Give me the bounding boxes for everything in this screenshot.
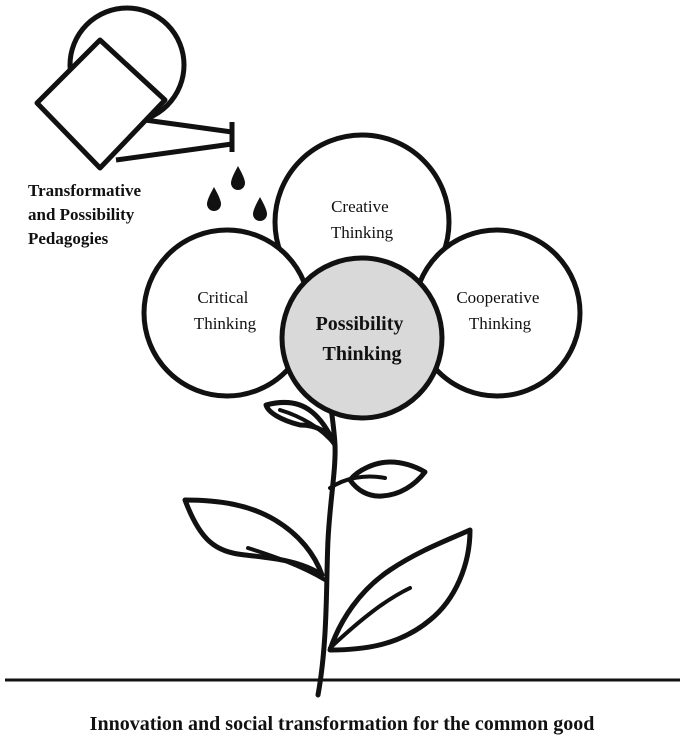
leaf-icon bbox=[347, 459, 428, 499]
leaf-vein bbox=[278, 408, 337, 447]
leaf-icon bbox=[182, 497, 325, 578]
water-drop-icon bbox=[253, 197, 267, 221]
leaves bbox=[182, 399, 473, 653]
leaf-icon bbox=[327, 527, 473, 653]
leaf-vein bbox=[328, 474, 387, 490]
petal-right-label: Cooperative Thinking bbox=[456, 288, 543, 333]
watering-can-spout bbox=[115, 117, 235, 163]
center-label: Possibility Thinking bbox=[316, 313, 409, 365]
flower-center bbox=[279, 255, 445, 421]
stem bbox=[315, 392, 338, 698]
water-drop-icon bbox=[231, 166, 245, 190]
water-drops-icon bbox=[207, 166, 267, 221]
caption: Innovation and social transformation for… bbox=[90, 713, 595, 735]
leaf-vein bbox=[328, 586, 412, 650]
water-drop-icon bbox=[207, 187, 221, 211]
leaf-vein bbox=[246, 546, 327, 582]
watering-can-label: Transformative and Possibility Pedagogie… bbox=[28, 181, 145, 248]
watering-can-body bbox=[34, 37, 168, 171]
petal-left-label: Critical Thinking bbox=[194, 288, 257, 333]
watering-can-icon bbox=[34, 5, 235, 171]
petal-top-label: Creative Thinking bbox=[331, 197, 394, 242]
